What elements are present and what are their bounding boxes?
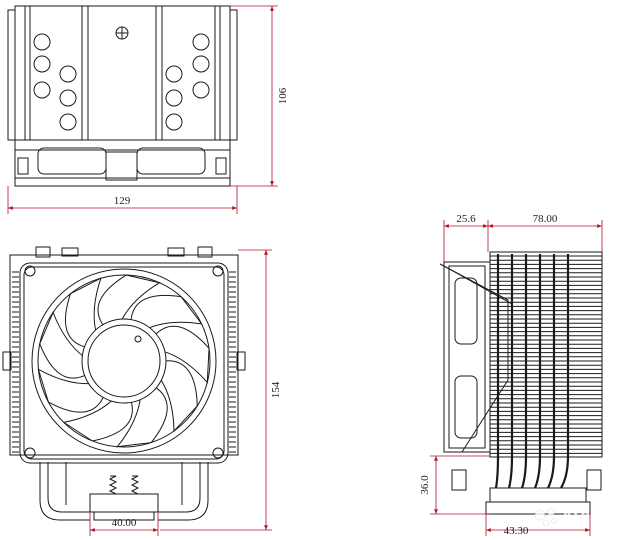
avito-dots-logo — [534, 508, 557, 527]
dimensions — [7, 5, 603, 536]
heatpipe-end — [33, 55, 51, 73]
dim-36-label: 36.0 — [419, 475, 431, 495]
fan-blade — [116, 386, 168, 448]
front-view — [2, 246, 246, 521]
side-ribs — [2, 271, 246, 453]
heatpipe-end — [33, 81, 51, 99]
dim-43-30-label: 43.30 — [504, 525, 529, 537]
heatpipe-end — [192, 55, 210, 73]
side-view — [439, 251, 603, 515]
side-tab — [2, 351, 12, 371]
heatpipe-bend — [547, 455, 556, 489]
fan-frame — [19, 262, 229, 464]
fan-blade — [39, 311, 87, 379]
top-fin-stack — [24, 5, 221, 141]
fin-stack — [490, 255, 602, 454]
cpu-base — [89, 493, 159, 513]
heatpipe-bend — [533, 455, 542, 489]
dim-154-label: 154 — [270, 381, 282, 398]
front-frame — [9, 254, 239, 456]
heatpipe-end — [165, 89, 183, 107]
heatpipe-end — [33, 33, 51, 51]
fan-blade — [64, 277, 102, 348]
heatpipe-end — [192, 81, 210, 99]
watermark-text: Avito — [560, 507, 609, 529]
heatpipe-ends — [33, 33, 210, 131]
avito-watermark: Avito — [534, 507, 609, 529]
fan-blade — [130, 294, 203, 330]
top-view — [7, 5, 238, 187]
dim-40-label: 40.00 — [112, 517, 137, 529]
dim-129-label: 129 — [114, 195, 131, 207]
heatpipes — [494, 254, 570, 489]
fan-blade — [37, 368, 105, 413]
heatpipe-bend — [507, 455, 514, 489]
side-fan — [443, 261, 491, 453]
side-base — [489, 487, 587, 503]
fan-blade — [62, 399, 133, 442]
dim-78-label: 78.00 — [533, 213, 558, 225]
fan-blade — [97, 274, 161, 327]
heatpipe-bend — [520, 455, 528, 489]
heatpipe-end — [192, 33, 210, 51]
heatpipe-end — [59, 89, 77, 107]
heatpipe-bend — [560, 455, 570, 489]
fan-ring — [31, 268, 217, 454]
heatpipe-end — [59, 113, 77, 131]
dim-25-6-label: 25.6 — [456, 213, 476, 225]
heatpipe-end — [165, 65, 183, 83]
heatpipe-end — [59, 65, 77, 83]
side-tab — [236, 351, 246, 371]
fan-hub — [81, 318, 167, 404]
heatpipe-bend — [494, 455, 500, 489]
fan-blade — [159, 360, 198, 433]
dim-106-label: 106 — [277, 87, 289, 104]
fan-blade — [154, 325, 210, 384]
fan-blades — [37, 274, 210, 448]
heatpipe-end — [165, 113, 183, 131]
